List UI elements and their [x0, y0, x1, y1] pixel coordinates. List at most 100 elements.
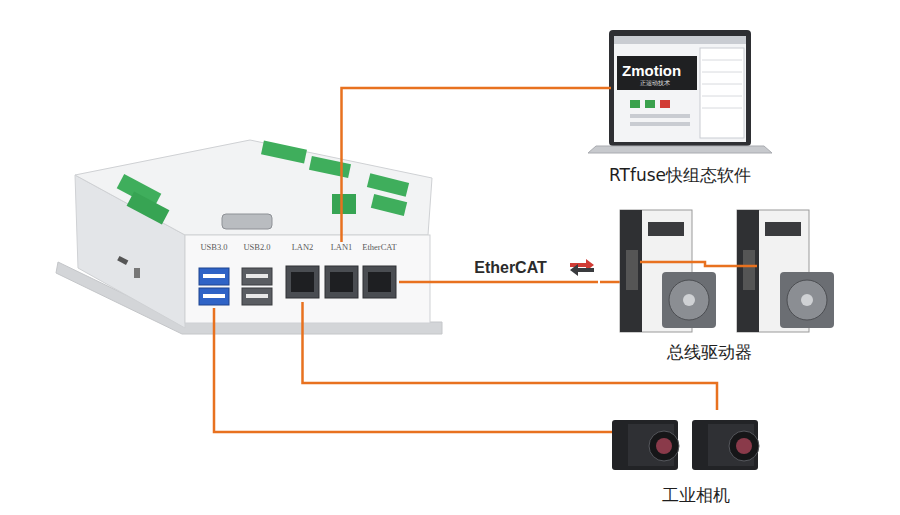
cable-connector	[303, 302, 718, 410]
camera-illustration	[729, 431, 759, 461]
camera-illustration	[598, 431, 612, 434]
side-slot	[117, 256, 128, 265]
laptop-illustration	[630, 100, 640, 108]
laptop-illustration	[630, 122, 690, 126]
brand-subtitle: 正运动技术	[640, 79, 670, 87]
terminal-block	[332, 194, 356, 214]
terminal-block	[371, 194, 407, 216]
controller-front	[185, 235, 430, 323]
usb2-port	[242, 268, 272, 285]
laptop-illustration	[700, 48, 744, 138]
servo-drive-illustration	[626, 250, 638, 290]
servo-drive-illustration	[765, 222, 801, 236]
ethercat-arrows	[570, 264, 594, 276]
camera-node: 工业相机	[598, 410, 794, 508]
usb3-port	[199, 268, 229, 285]
cable-connector	[214, 308, 598, 432]
servo-drive-illustration	[743, 250, 755, 290]
camera-illustration	[598, 420, 759, 470]
servo-drive-illustration	[780, 272, 834, 328]
camera-illustration	[656, 438, 672, 454]
usb2-port	[246, 274, 268, 278]
lan-port	[368, 272, 391, 292]
servo-drive-illustration	[662, 272, 716, 328]
laptop-illustration	[702, 72, 742, 73]
lan-port	[286, 266, 396, 298]
laptop-node: RTfuse快组态软件	[590, 28, 770, 188]
terminal-block	[117, 141, 409, 225]
camera-illustration	[649, 431, 679, 461]
ethercat-arrows	[570, 259, 594, 276]
laptop-illustration	[588, 30, 772, 153]
servo-drive-illustration	[737, 210, 759, 332]
side-slot	[134, 268, 140, 278]
laptop-illustration	[609, 30, 751, 146]
controller-illustration	[56, 140, 442, 334]
laptop-illustration	[590, 87, 611, 90]
port-label: LAN2	[292, 242, 314, 253]
dsub-connector	[222, 214, 272, 229]
servo-drive-illustration	[787, 280, 827, 320]
servo-drive-illustration	[640, 262, 757, 266]
lan-port	[330, 272, 353, 292]
servo-drive-illustration	[620, 210, 642, 332]
port-label-node: EtherCAT	[360, 242, 399, 302]
usb3-port	[203, 274, 225, 278]
port-label: USB2.0	[243, 242, 270, 253]
servo-drive-illustration	[683, 294, 695, 306]
laptop-illustration	[614, 36, 746, 44]
laptop-illustration	[702, 60, 742, 61]
drive-node: 总线驱动器	[598, 205, 820, 365]
lan-port	[325, 266, 358, 298]
camera-illustration	[692, 420, 758, 470]
terminal-block	[127, 192, 170, 225]
laptop-illustration	[630, 114, 690, 118]
laptop-illustration	[614, 36, 746, 142]
usb2-port	[242, 288, 272, 305]
servo-drive-illustration	[669, 280, 709, 320]
terminal-block	[261, 141, 307, 164]
usb3-port	[199, 268, 229, 305]
usb3-port	[199, 288, 229, 305]
usb3-port	[203, 294, 225, 298]
laptop-illustration	[702, 108, 742, 109]
usb2-port	[246, 294, 268, 298]
lan-port	[291, 272, 314, 292]
port-label: EtherCAT	[362, 242, 396, 253]
servo-drive-illustration	[648, 222, 684, 236]
brand-logo: Zmotion	[622, 62, 681, 79]
usb2-port	[242, 268, 272, 305]
port-label-node: USB2.0	[238, 242, 276, 308]
laptop-illustration	[588, 146, 772, 153]
port-label: LAN1	[331, 242, 353, 253]
laptop-illustration	[617, 56, 697, 90]
terminal-block	[367, 173, 409, 196]
servo-drive-illustration	[801, 294, 813, 306]
device-caption: 工业相机	[662, 484, 730, 508]
laptop-illustration	[702, 96, 742, 97]
servo-drive-illustration	[600, 210, 834, 332]
port-label-node: LAN1	[323, 242, 360, 302]
lan-port	[286, 266, 319, 298]
laptop-illustration	[645, 100, 655, 108]
port-label-node: LAN2	[284, 242, 321, 302]
camera-illustration	[612, 420, 678, 470]
cable-connector	[342, 88, 591, 242]
cable-connector	[399, 281, 598, 284]
controller-top	[75, 140, 432, 235]
laptop-illustration	[702, 84, 742, 85]
device-caption: 总线驱动器	[667, 341, 752, 365]
camera-illustration	[736, 438, 752, 454]
device-caption: RTfuse快组态软件	[609, 164, 751, 188]
terminal-block	[309, 156, 351, 178]
port-label: USB3.0	[200, 242, 227, 253]
edge-label: EtherCAT	[472, 259, 549, 277]
laptop-illustration	[660, 100, 670, 108]
port-label-node: USB3.0	[195, 242, 233, 308]
lan-port	[363, 266, 396, 298]
